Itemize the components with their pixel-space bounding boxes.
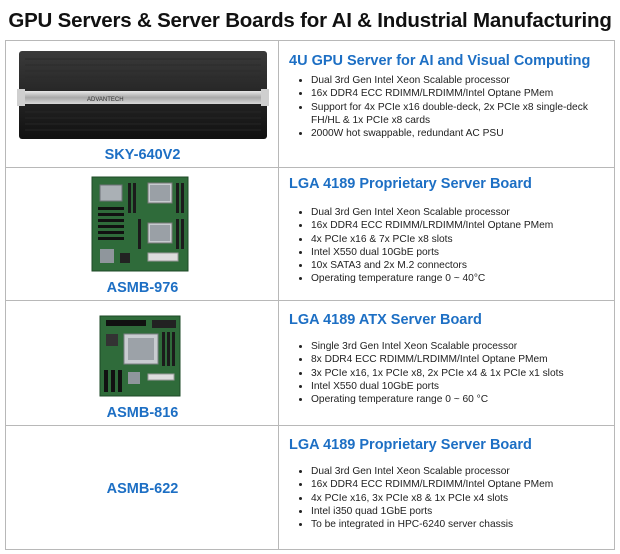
page-title: GPU Servers & Server Boards for AI & Ind… (8, 9, 612, 32)
spec-item: 3x PCIe x16, 1x PCIe x8, 2x PCIe x4 & 1x… (311, 367, 611, 380)
server-board-image (91, 176, 189, 272)
product-row-sky-640v2: ADVANTECH SKY-640V2 4U GPU Server for AI… (6, 41, 614, 168)
server-board-image (99, 315, 181, 397)
product-model: ASMB-816 (106, 405, 179, 421)
spec-item: 2000W hot swappable, redundant AC PSU (311, 127, 611, 140)
product-image-cell: ASMB-622 (6, 426, 279, 549)
spec-item: Dual 3rd Gen Intel Xeon Scalable process… (311, 206, 611, 219)
spec-item: Operating temperature range 0 ~ 60 °C (311, 393, 611, 406)
spec-list: Single 3rd Gen Intel Xeon Scalable proce… (289, 340, 611, 406)
chassis-logo-text: ADVANTECH (87, 97, 124, 103)
product-info: LGA 4189 ATX Server Board Single 3rd Gen… (279, 301, 614, 425)
product-table: ADVANTECH SKY-640V2 4U GPU Server for AI… (5, 40, 615, 550)
product-image-cell: ASMB-816 (6, 301, 279, 425)
product-info: 4U GPU Server for AI and Visual Computin… (279, 41, 614, 167)
spec-item: Single 3rd Gen Intel Xeon Scalable proce… (311, 340, 611, 353)
product-title: LGA 4189 ATX Server Board (289, 312, 482, 328)
spec-item: 8x DDR4 ECC RDIMM/LRDIMM/Intel Optane PM… (311, 353, 611, 366)
spec-item: Dual 3rd Gen Intel Xeon Scalable process… (311, 465, 611, 478)
spec-item: Dual 3rd Gen Intel Xeon Scalable process… (311, 74, 611, 87)
spec-item: 16x DDR4 ECC RDIMM/LRDIMM/Intel Optane P… (311, 478, 611, 491)
product-title: LGA 4189 Proprietary Server Board (289, 437, 532, 453)
product-row-asmb-622: ASMB-622 LGA 4189 Proprietary Server Boa… (6, 426, 614, 549)
spec-item: Operating temperature range 0 ~ 40°C (311, 272, 611, 285)
product-title: 4U GPU Server for AI and Visual Computin… (289, 53, 591, 69)
product-model: SKY-640V2 (104, 147, 181, 163)
spec-item: Support for 4x PCIe x16 double-deck, 2x … (311, 101, 611, 128)
product-info: LGA 4189 Proprietary Server Board Dual 3… (279, 168, 614, 300)
spec-item: 10x SATA3 and 2x M.2 connectors (311, 259, 611, 272)
spec-item: 4x PCIe x16 & 7x PCIe x8 slots (311, 233, 611, 246)
product-model: ASMB-976 (106, 280, 179, 296)
spec-item: To be integrated in HPC-6240 server chas… (311, 518, 611, 531)
product-image-cell: ASMB-976 (6, 168, 279, 300)
spec-list: Dual 3rd Gen Intel Xeon Scalable process… (289, 206, 611, 286)
gpu-server-image: ADVANTECH (17, 51, 269, 139)
spec-item: 16x DDR4 ECC RDIMM/LRDIMM/Intel Optane P… (311, 87, 611, 100)
product-title: LGA 4189 Proprietary Server Board (289, 176, 532, 192)
product-row-asmb-976: ASMB-976 LGA 4189 Proprietary Server Boa… (6, 168, 614, 301)
product-row-asmb-816: ASMB-816 LGA 4189 ATX Server Board Singl… (6, 301, 614, 426)
product-info: LGA 4189 Proprietary Server Board Dual 3… (279, 426, 614, 549)
spec-list: Dual 3rd Gen Intel Xeon Scalable process… (289, 465, 611, 531)
spec-item: Intel i350 quad 1GbE ports (311, 505, 611, 518)
spec-item: 16x DDR4 ECC RDIMM/LRDIMM/Intel Optane P… (311, 219, 611, 232)
product-model: ASMB-622 (106, 481, 179, 497)
spec-item: Intel X550 dual 10GbE ports (311, 246, 611, 259)
spec-list: Dual 3rd Gen Intel Xeon Scalable process… (289, 74, 611, 140)
spec-item: Intel X550 dual 10GbE ports (311, 380, 611, 393)
product-image-cell: ADVANTECH SKY-640V2 (6, 41, 279, 167)
spec-item: 4x PCIe x16, 3x PCIe x8 & 1x PCIe x4 slo… (311, 492, 611, 505)
